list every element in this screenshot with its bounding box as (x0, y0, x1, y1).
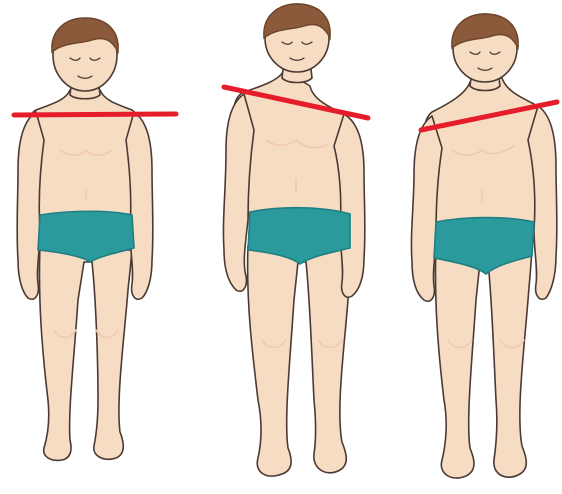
figure-level-shoulders (14, 18, 176, 460)
figure-right-shoulder-lower (223, 4, 368, 476)
figure-left-shoulder-lower (411, 14, 557, 478)
figure-2-legs (248, 245, 350, 476)
figure-3-legs (435, 245, 532, 478)
figure-1-legs (39, 245, 132, 460)
figure-1-shoulder-line (14, 114, 176, 115)
